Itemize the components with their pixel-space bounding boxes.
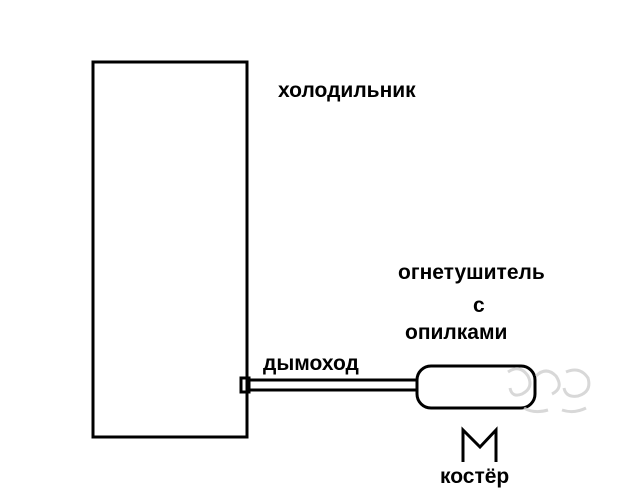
fridge-label: холодильник	[278, 79, 416, 102]
watermark-icon	[507, 367, 591, 414]
fire-icon	[461, 426, 498, 462]
extinguisher-body	[415, 364, 537, 410]
fridge-box	[91, 60, 249, 439]
chimney-cap	[239, 376, 251, 394]
extinguisher-label-line1: огнетушитель	[398, 261, 545, 284]
chimney-label: дымоход	[263, 352, 359, 375]
fire-label: костёр	[440, 465, 510, 488]
extinguisher-label-line2: с	[473, 294, 485, 317]
extinguisher-label-line3: опилками	[405, 321, 508, 344]
